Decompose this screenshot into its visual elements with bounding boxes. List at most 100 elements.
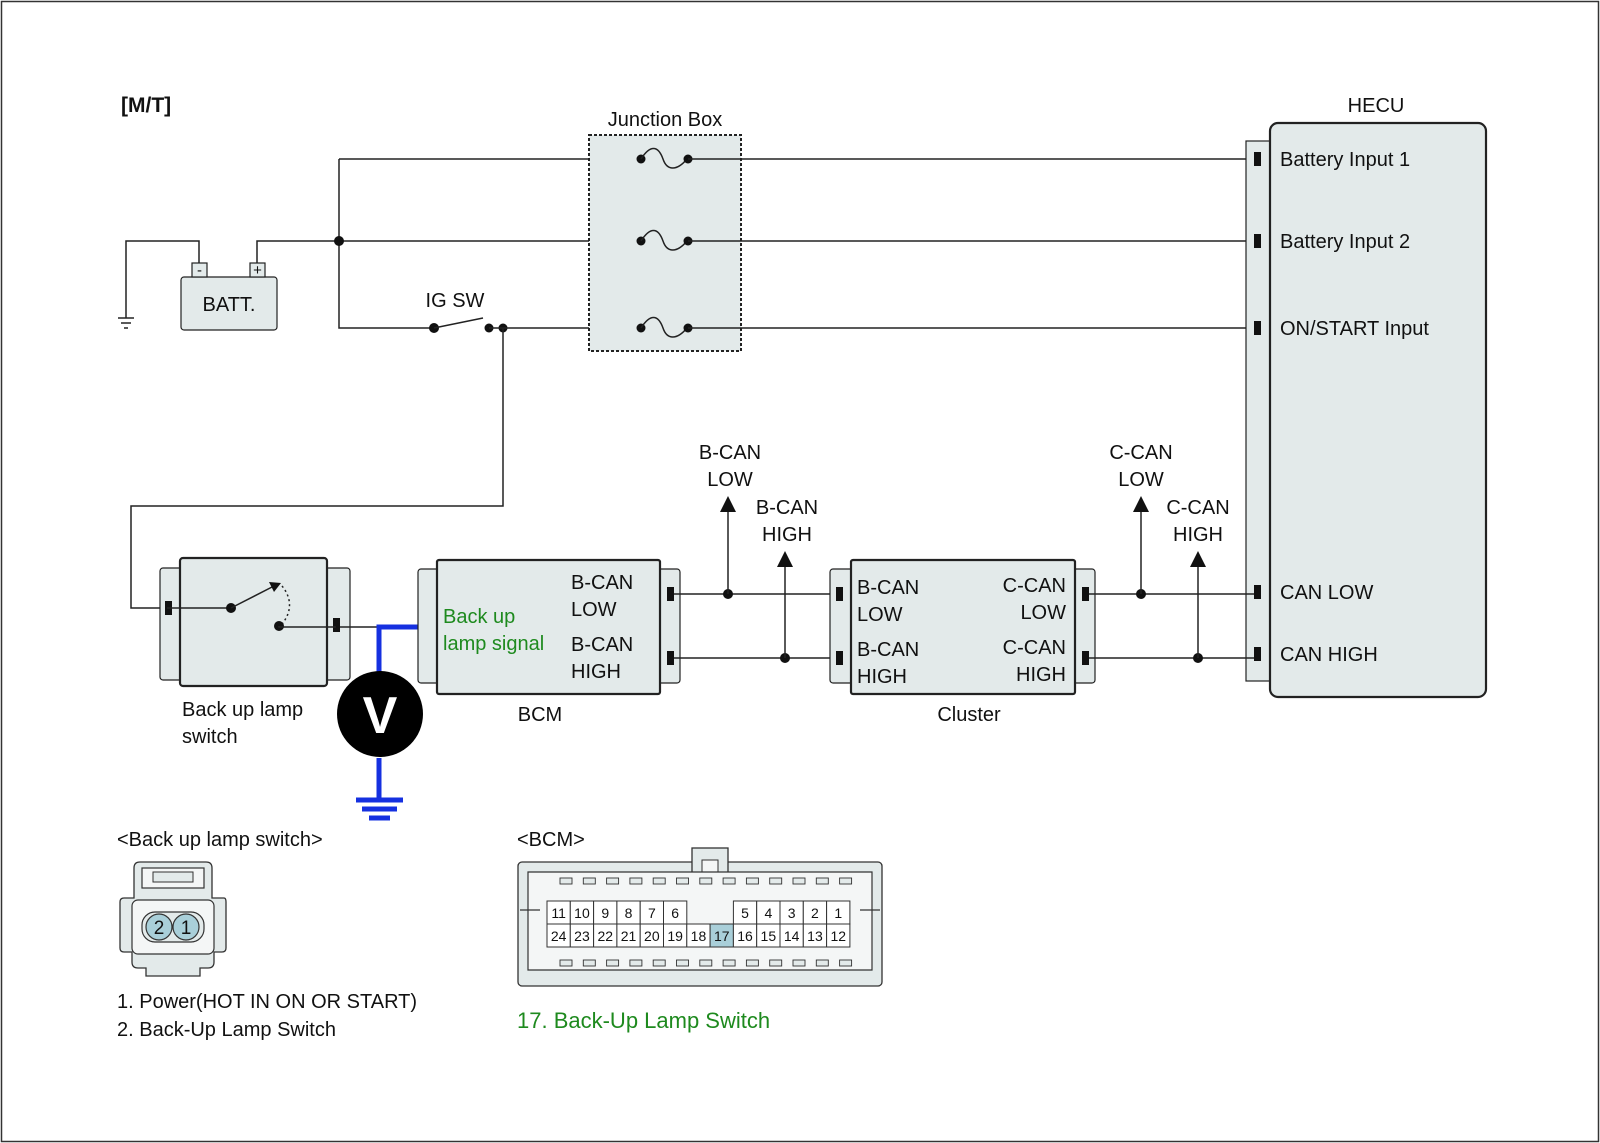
bcm-notch [815,877,829,885]
bcm-notch [769,877,783,885]
bcan-bus: B-CAN LOW B-CAN HIGH [674,442,836,663]
bcm-pin-number: 19 [667,928,683,944]
bcm-pin-number: 9 [601,905,609,921]
cluster-bcan-high-2: HIGH [857,666,907,688]
bcm-notch [839,959,853,967]
bcm-notch [745,959,759,967]
bcm-pin-number: 7 [648,905,656,921]
battery-positive-bus [256,158,637,329]
switch-pin-2: 2 [154,918,165,939]
bcan-low-arrow-1: B-CAN [699,442,761,464]
switch-connector-title: <Back up lamp switch> [117,829,323,851]
bcm-notch [722,959,736,967]
bcm-pin-number: 20 [644,928,660,944]
battery-positive-label: + [253,262,262,279]
bcm-pin-number: 5 [741,905,749,921]
voltmeter: V [337,671,423,757]
bcm-pin-number: 18 [691,928,707,944]
cluster-label: Cluster [937,704,1001,726]
hecu-label: HECU [1348,95,1405,117]
mode-label: [M/T] [121,94,171,117]
hecu-pin-can-high: CAN HIGH [1280,644,1378,666]
bcm-pin-number: 11 [551,905,566,921]
bcm-notch [652,877,666,885]
bcan-low-arrow-2: LOW [707,469,753,491]
switch-label-line-1: Back up lamp [182,699,303,721]
ignition-switch: IG SW [130,290,637,609]
bcm-notch [769,959,783,967]
bcm-pin-cell [826,923,851,948]
bcm-pin-number: 8 [625,905,633,921]
switch-note-1: 1. Power(HOT IN ON OR START) [117,991,417,1013]
bcm-pin-number: 6 [671,905,679,921]
switch-connector-view: <Back up lamp switch> 2 1 1. Power(HOT I… [117,829,417,1041]
bcm-signal-line-2: lamp signal [443,633,544,655]
battery-label: BATT. [203,294,256,316]
bcm-pin-number: 16 [737,928,753,944]
ig-switch-label: IG SW [426,290,485,312]
battery-negative-label: - [197,262,202,279]
cluster-bcan-low-1: B-CAN [857,577,919,599]
hecu-pin-battery-input-1: Battery Input 1 [1280,149,1410,171]
bcm-notch [676,959,689,967]
bcm-notch [815,959,829,967]
bcm-notch [745,877,759,885]
cluster-module: B-CAN LOW B-CAN HIGH C-CAN LOW C-CAN HIG… [829,558,1096,726]
bcm-notch [629,959,643,967]
switch-note-2: 2. Back-Up Lamp Switch [117,1019,336,1041]
ccan-high-arrow-1: C-CAN [1166,497,1229,519]
bcm-notch [722,877,736,885]
switch-pin-1: 1 [181,918,192,939]
bcm-module: Back up lamp signal B-CAN LOW B-CAN HIGH… [417,558,681,726]
junction-box-label: Junction Box [608,109,723,131]
cluster-ccan-low-2: LOW [1020,602,1066,624]
ccan-low-arrow-2: LOW [1118,469,1164,491]
hecu-pin-on-start-input: ON/START Input [1280,318,1429,340]
bcm-notch [652,959,666,967]
bcan-high-arrow-1: B-CAN [756,497,818,519]
bcm-pin-number: 21 [621,928,637,944]
bcm-pin-number: 13 [807,928,823,944]
bcm-notch [606,959,620,967]
junction-box: Junction Box [588,109,742,352]
bcm-notch [606,877,620,885]
bcan-high-arrow-2: HIGH [762,524,812,546]
cluster-bcan-high-1: B-CAN [857,639,919,661]
bcm-notch [839,877,853,885]
bcm-connector-notches [559,877,853,967]
bcm-connector-note: 17. Back-Up Lamp Switch [517,1008,770,1033]
cluster-ccan-high-2: HIGH [1016,664,1066,686]
bcm-notch [676,877,689,885]
bcm-notch [559,959,573,967]
bcm-notch [559,877,573,885]
bcm-pin-number: 12 [830,928,846,944]
bcm-pin-number: 17 [714,928,730,944]
battery: - + BATT. [180,262,278,331]
bcm-notch [699,959,713,967]
bcm-pin-number: 22 [597,928,613,944]
cluster-bcan-low-2: LOW [857,604,903,626]
bcm-pin-number: 4 [764,905,772,921]
bcm-notch [629,877,643,885]
bcm-pin-number: 1 [834,905,842,921]
bcm-pin-number: 2 [811,905,819,921]
ccan-low-arrow-1: C-CAN [1109,442,1172,464]
bcm-pin-number: 23 [574,928,590,944]
bcm-pin-number: 14 [784,928,800,944]
cluster-ccan-low-1: C-CAN [1003,575,1066,597]
bcm-notch [699,877,713,885]
bcm-pin-number: 3 [788,905,796,921]
hecu-pin-battery-input-2: Battery Input 2 [1280,231,1410,253]
backup-lamp-switch: Back up lamp switch [159,556,351,748]
bcm-pin-number: 24 [551,928,567,944]
bcm-signal-line-1: Back up [443,606,515,628]
bcm-notch [582,877,596,885]
bcm-bcan-high-1: B-CAN [571,634,633,656]
bcm-pin-number: 15 [761,928,777,944]
bcm-bcan-high-2: HIGH [571,661,621,683]
bcm-label: BCM [518,704,562,726]
